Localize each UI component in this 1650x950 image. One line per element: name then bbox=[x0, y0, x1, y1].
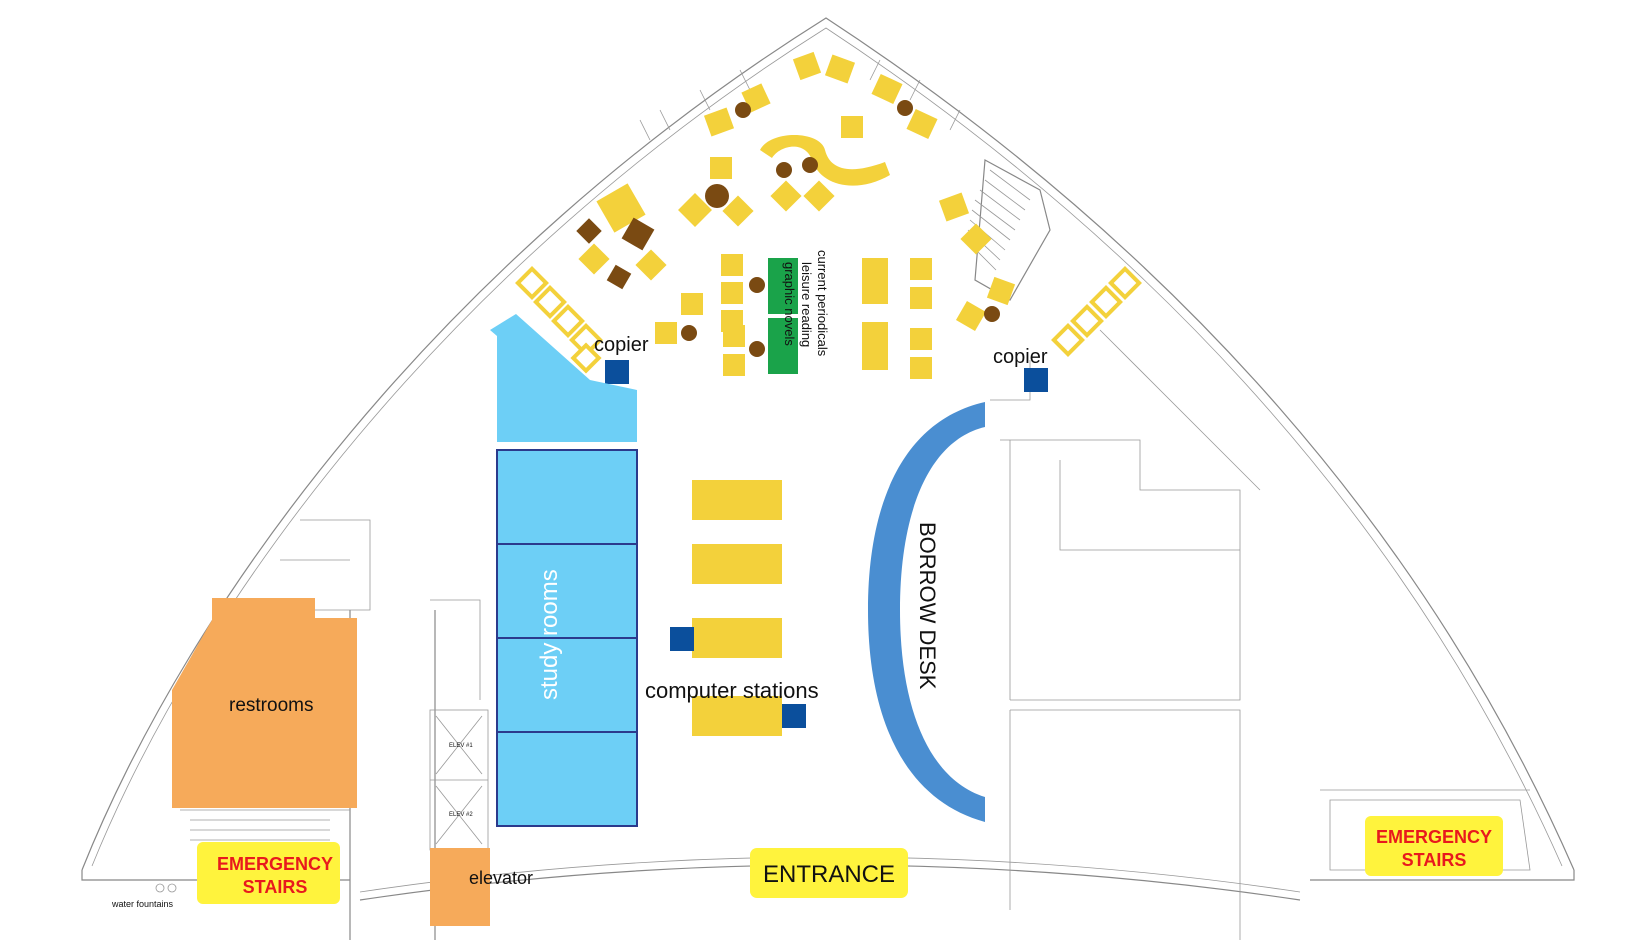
seat bbox=[770, 180, 802, 212]
seat bbox=[578, 243, 610, 275]
water-fountains-label: water fountains bbox=[111, 899, 174, 909]
side-table bbox=[776, 162, 792, 178]
seat bbox=[906, 108, 938, 140]
study-room bbox=[496, 731, 638, 827]
computer-stations-label: computer stations bbox=[645, 678, 819, 703]
study-room bbox=[496, 543, 638, 639]
study-room bbox=[496, 637, 638, 733]
elevator-area bbox=[430, 848, 490, 926]
seat bbox=[955, 300, 987, 332]
seat bbox=[792, 51, 822, 81]
seat bbox=[723, 325, 745, 347]
restrooms-label: restrooms bbox=[229, 695, 313, 716]
emergency-stairs-left: EMERGENCY STAIRS bbox=[190, 819, 340, 904]
seat bbox=[635, 249, 667, 281]
side-table bbox=[681, 325, 697, 341]
entrance: ENTRANCE bbox=[750, 848, 908, 898]
side-table bbox=[576, 218, 602, 244]
side-table bbox=[705, 184, 729, 208]
current-periodicals-label: current periodicals bbox=[815, 250, 830, 357]
side-table bbox=[984, 306, 1000, 322]
side-table bbox=[802, 157, 818, 173]
entrance-label: ENTRANCE bbox=[763, 861, 895, 888]
entrance-highlight bbox=[750, 848, 908, 898]
borrow-desk-counter bbox=[868, 402, 985, 822]
copier-left-icon bbox=[605, 360, 629, 384]
shelf-graphic-novels bbox=[768, 258, 798, 314]
graphic-novels-label: graphic novels bbox=[782, 262, 797, 346]
study-rooms: study rooms bbox=[490, 314, 638, 827]
window-counter-left bbox=[515, 266, 603, 374]
seat bbox=[681, 293, 703, 315]
seat bbox=[703, 107, 735, 137]
seat bbox=[655, 322, 677, 344]
elev-car-2-label: ELEV #2 bbox=[449, 812, 473, 818]
restrooms: restrooms bbox=[172, 598, 357, 808]
side-table bbox=[749, 341, 765, 357]
periodical-shelves: graphic novels leisure reading current p… bbox=[768, 250, 830, 374]
study-lounge-area bbox=[490, 314, 637, 442]
curved-bench bbox=[760, 135, 890, 186]
seat bbox=[938, 192, 970, 222]
computer-icon bbox=[670, 627, 694, 651]
copier-left: copier bbox=[594, 334, 649, 384]
emergency-stairs-right-line1: EMERGENCY bbox=[1376, 827, 1492, 847]
seat bbox=[862, 258, 888, 304]
seat bbox=[960, 223, 992, 255]
seat bbox=[862, 322, 888, 370]
emergency-stairs-right-line2: STAIRS bbox=[1402, 850, 1467, 870]
seat bbox=[824, 54, 856, 84]
side-table bbox=[749, 277, 765, 293]
leisure-reading-label: leisure reading bbox=[799, 262, 814, 347]
elevator-label: elevator bbox=[469, 868, 533, 888]
elevator: elevator bbox=[430, 848, 533, 926]
study-room bbox=[496, 449, 638, 545]
seat bbox=[910, 258, 932, 280]
side-table bbox=[621, 217, 655, 251]
seat bbox=[910, 287, 932, 309]
copier-left-label: copier bbox=[594, 334, 649, 356]
copier-right-icon bbox=[1024, 368, 1048, 392]
elev-car-1-label: ELEV #1 bbox=[449, 743, 473, 749]
computer-table bbox=[692, 480, 782, 520]
computer-table bbox=[692, 544, 782, 584]
borrow-desk-label: BORROW DESK bbox=[915, 522, 940, 690]
emergency-stairs-left-highlight bbox=[197, 842, 340, 904]
computer-stations: computer stations bbox=[645, 480, 819, 736]
study-rooms-label: study rooms bbox=[536, 569, 563, 700]
copier-right-label: copier bbox=[993, 346, 1048, 368]
seat bbox=[871, 73, 903, 105]
seat bbox=[803, 180, 835, 212]
computer-table bbox=[692, 696, 782, 736]
emergency-stairs-left-line1: EMERGENCY bbox=[217, 854, 333, 874]
computer-icon bbox=[782, 704, 806, 728]
seat bbox=[721, 282, 743, 304]
window-counter-right bbox=[1051, 266, 1142, 357]
seat bbox=[710, 157, 732, 179]
side-table bbox=[606, 264, 632, 290]
side-table bbox=[735, 102, 751, 118]
seat bbox=[986, 276, 1016, 306]
seat bbox=[910, 328, 932, 350]
seat bbox=[721, 254, 743, 276]
water-fountains: water fountains bbox=[111, 883, 177, 909]
copier-right: copier bbox=[993, 346, 1048, 392]
shelf-leisure-reading bbox=[768, 318, 798, 374]
emergency-stairs-right: EMERGENCY STAIRS bbox=[1329, 799, 1531, 876]
seat bbox=[841, 116, 863, 138]
computer-table bbox=[692, 618, 782, 658]
borrow-desk: BORROW DESK bbox=[868, 402, 985, 822]
seat bbox=[723, 354, 745, 376]
restrooms-area bbox=[172, 598, 357, 808]
seat bbox=[678, 193, 712, 227]
side-table bbox=[897, 100, 913, 116]
emergency-stairs-right-highlight bbox=[1365, 816, 1503, 876]
seat bbox=[910, 357, 932, 379]
emergency-stairs-left-line2: STAIRS bbox=[243, 877, 308, 897]
